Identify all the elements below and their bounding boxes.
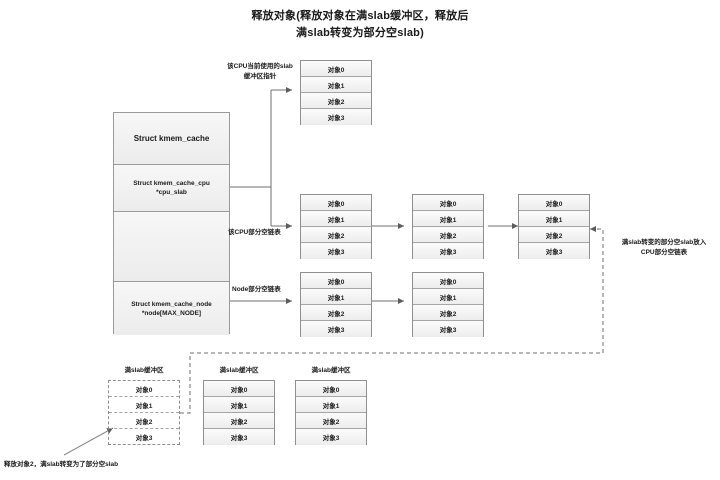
title-line-1: 释放对象(释放对象在满slab缓冲区，释放后 <box>251 10 469 22</box>
slab-full-2: 对象0 对象1 对象2 对象3 <box>203 380 275 445</box>
title-line-2: 满slab转变为部分空slab) <box>296 27 424 39</box>
slab-cpu-partial-2: 对象0 对象1 对象2 对象3 <box>412 194 484 259</box>
slab-object: 对象2 <box>204 413 274 429</box>
slab-object: 对象1 <box>301 211 371 227</box>
slab-object: 对象1 <box>301 289 371 305</box>
slab-object: 对象1 <box>413 211 483 227</box>
label-full-slab-buffer-2: 满slab缓冲区 <box>219 367 259 374</box>
struct-row-kmem-cache-node: Struct kmem_cache_node *node[MAX_NODE] <box>114 282 229 335</box>
slab-object: 对象2 <box>296 413 366 429</box>
slab-object: 对象3 <box>296 429 366 445</box>
slab-cpu-partial-1: 对象0 对象1 对象2 对象3 <box>300 194 372 259</box>
slab-object: 对象2 <box>413 305 483 321</box>
struct-kmem-cache-box: Struct kmem_cache Struct kmem_cache_cpu … <box>113 112 230 335</box>
slab-full-3: 对象0 对象1 对象2 对象3 <box>295 380 367 445</box>
slab-object: 对象2 <box>301 93 371 109</box>
slab-object: 对象3 <box>301 321 371 337</box>
slab-object: 对象0 <box>109 381 179 397</box>
note-full-slab-to-cpu-partial: 满slab转变的部分空slab放入 CPU部分空链表 <box>621 239 707 256</box>
slab-object: 对象0 <box>301 273 371 289</box>
slab-object: 对象3 <box>301 109 371 125</box>
slab-object: 对象3 <box>519 243 589 259</box>
slab-node-partial-1: 对象0 对象1 对象2 对象3 <box>300 272 372 337</box>
slab-cpu-current: 对象0 对象1 对象2 对象3 <box>300 60 372 125</box>
slab-object: 对象0 <box>413 195 483 211</box>
slab-object: 对象2 <box>301 227 371 243</box>
slab-object: 对象0 <box>519 195 589 211</box>
slab-object: 对象2 <box>301 305 371 321</box>
slab-object: 对象1 <box>519 211 589 227</box>
slab-object: 对象1 <box>204 397 274 413</box>
bottom-caption: 释放对象2，满slab转变为了部分空slab <box>4 461 119 468</box>
label-node-partial-list: Node部分空链表 <box>232 286 281 293</box>
slab-object: 对象2 <box>519 227 589 243</box>
slab-node-partial-2: 对象0 对象1 对象2 对象3 <box>412 272 484 337</box>
slab-object: 对象1 <box>296 397 366 413</box>
slab-object: 对象1 <box>413 289 483 305</box>
slab-object: 对象1 <box>301 77 371 93</box>
slab-object: 对象3 <box>301 243 371 259</box>
slab-object: 对象2 <box>109 413 179 429</box>
slab-cpu-partial-3: 对象0 对象1 对象2 对象3 <box>518 194 590 259</box>
label-full-slab-buffer-1: 满slab缓冲区 <box>124 367 164 374</box>
struct-row-kmem-cache: Struct kmem_cache <box>114 113 229 165</box>
label-cpu-current-slab: 该CPU当前使用的slab 缓冲区指针 <box>227 63 293 80</box>
slab-full-dashed: 对象0 对象1 对象2 对象3 <box>108 380 180 445</box>
slab-object: 对象1 <box>109 397 179 413</box>
struct-row-empty <box>114 212 229 282</box>
label-full-slab-buffer-3: 满slab缓冲区 <box>311 367 351 374</box>
label-cpu-partial-list: 该CPU部分空链表 <box>228 229 281 236</box>
slab-object: 对象0 <box>296 381 366 397</box>
slab-object: 对象0 <box>301 195 371 211</box>
slab-object: 对象3 <box>413 243 483 259</box>
slab-object: 对象0 <box>204 381 274 397</box>
page-title: 释放对象(释放对象在满slab缓冲区，释放后 满slab转变为部分空slab) <box>0 8 720 42</box>
slab-object: 对象0 <box>413 273 483 289</box>
slab-object: 对象3 <box>413 321 483 337</box>
slab-object: 对象3 <box>204 429 274 445</box>
slab-object: 对象2 <box>413 227 483 243</box>
slab-object: 对象0 <box>301 61 371 77</box>
slab-object: 对象3 <box>135 435 153 442</box>
struct-row-cpu-slab: Struct kmem_cache_cpu *cpu_slab <box>114 165 229 212</box>
